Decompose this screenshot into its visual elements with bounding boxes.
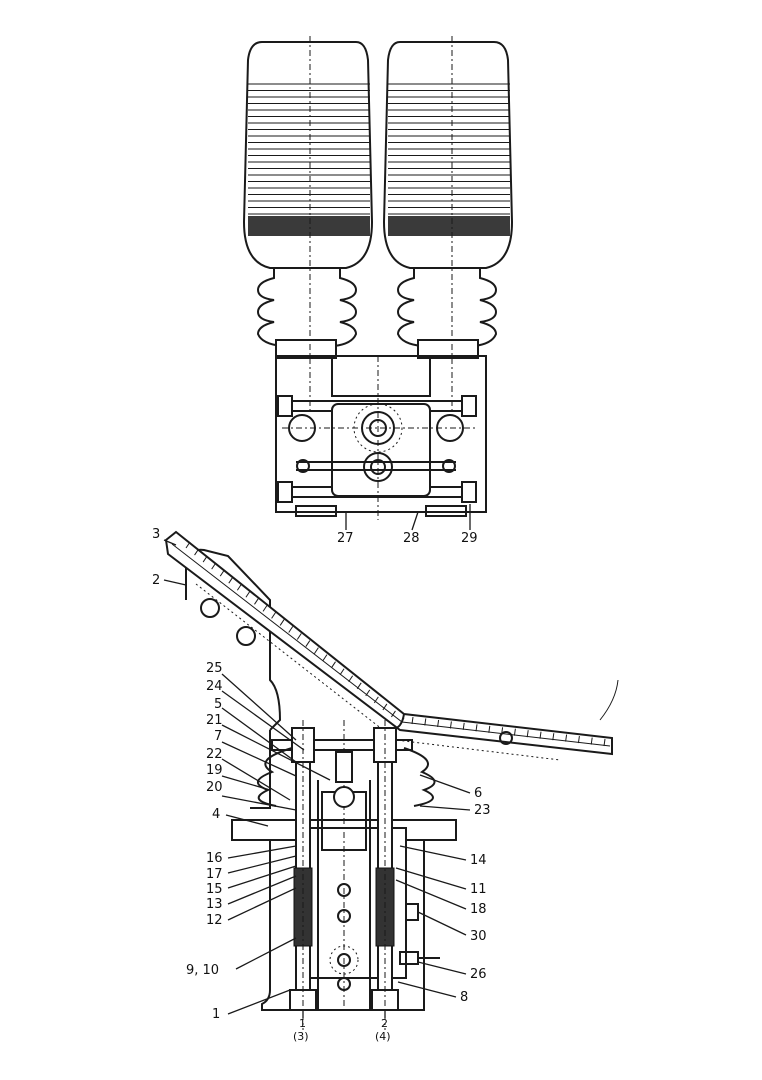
- pedal-plate: [164, 530, 619, 761]
- pedal-tooth: [322, 654, 328, 661]
- pedal-tooth: [488, 725, 491, 733]
- callout-9-10: 9, 10: [186, 963, 219, 978]
- callout-21: 21: [206, 713, 223, 728]
- callout-18: 18: [470, 902, 487, 917]
- pedal-tooth: [313, 647, 319, 654]
- port-label-2-alt: (4): [375, 1030, 391, 1043]
- callout-22: 22: [206, 747, 223, 762]
- callout-7: 7: [214, 729, 222, 744]
- pedal-tooth: [236, 583, 242, 591]
- callout-25: 25: [206, 661, 223, 676]
- pedal-tooth: [526, 730, 529, 738]
- pedal-tooth: [211, 562, 217, 570]
- callout-2: 2: [152, 573, 160, 588]
- callout-11: 11: [470, 882, 487, 897]
- callout-14: 14: [470, 853, 487, 868]
- pedal-tooth: [348, 675, 354, 683]
- callout-27: 27: [337, 531, 354, 546]
- pedal-tooth: [462, 722, 465, 730]
- pedal-tooth: [254, 598, 259, 605]
- pedal-tooth: [590, 737, 593, 745]
- section-view: 3 2 25 24 5 21 7 22 19 20 4 16 17 15 13 …: [152, 504, 619, 1043]
- callout-labels: 3 2 25 24 5 21 7 22 19 20 4 16 17 15 13 …: [152, 527, 491, 1043]
- pedal-tooth: [271, 612, 277, 619]
- callout-20: 20: [206, 780, 223, 795]
- pedal-tooth: [228, 576, 234, 584]
- pedal-tooth: [194, 548, 199, 556]
- pedal-tooth: [296, 633, 302, 640]
- right-grip: [382, 41, 514, 359]
- pedal-tooth: [411, 716, 414, 725]
- pedal-tooth: [331, 661, 336, 668]
- callout-4: 4: [212, 807, 220, 822]
- port-label-1: 1: [299, 1017, 306, 1030]
- callout-23: 23: [474, 803, 491, 818]
- grip-dark-band: [248, 216, 370, 236]
- port-label-2: 2: [381, 1017, 388, 1030]
- pedal-tooth: [437, 719, 440, 728]
- pedal-tooth: [577, 735, 580, 744]
- port-label-1-alt: (3): [293, 1030, 309, 1043]
- callout-30: 30: [470, 929, 487, 944]
- pedal-tooth: [245, 591, 251, 598]
- grip-dark-band: [388, 216, 510, 236]
- pedal-tooth: [391, 710, 396, 718]
- callout-26: 26: [470, 967, 487, 982]
- callout-5: 5: [214, 697, 222, 712]
- callout-8: 8: [460, 990, 468, 1005]
- pedal-tooth: [202, 555, 208, 563]
- callout-13: 13: [206, 897, 223, 912]
- pedal-tooth: [185, 541, 191, 549]
- callout-28: 28: [403, 531, 420, 546]
- top-base-block: [275, 355, 487, 520]
- pedal-tooth: [475, 724, 478, 732]
- pedal-tooth: [382, 703, 388, 711]
- callout-12: 12: [206, 913, 223, 928]
- pedal-tooth: [288, 626, 294, 633]
- pedal-tooth: [539, 731, 542, 739]
- callout-24: 24: [206, 679, 223, 694]
- top-view: [242, 36, 514, 520]
- pedal-tooth: [279, 619, 285, 626]
- leader-lines: [163, 504, 471, 1018]
- callout-19: 19: [206, 763, 223, 778]
- pedal-tooth: [424, 718, 427, 726]
- callout-29: 29: [461, 531, 478, 546]
- pedal-tooth: [262, 605, 268, 612]
- callout-17: 17: [206, 867, 223, 882]
- pedal-tooth: [373, 696, 379, 704]
- pedal-tooth: [339, 668, 345, 675]
- pedal-tooth: [603, 738, 606, 747]
- callout-3: 3: [152, 527, 160, 542]
- pedal-tooth: [219, 569, 225, 577]
- callout-16: 16: [206, 851, 223, 866]
- valve-body: [231, 720, 457, 1030]
- left-grip: [242, 41, 374, 359]
- callout-15: 15: [206, 882, 223, 897]
- pedal-tooth: [449, 721, 452, 729]
- callout-1: 1: [212, 1007, 220, 1022]
- pedal-tooth: [565, 734, 568, 742]
- pedal-tooth: [513, 728, 516, 736]
- pedal-tooth: [305, 640, 311, 647]
- pedal-tooth: [552, 733, 555, 741]
- pedal-tooth: [356, 682, 362, 690]
- callout-6: 6: [474, 786, 482, 801]
- pedal-tooth: [365, 689, 371, 697]
